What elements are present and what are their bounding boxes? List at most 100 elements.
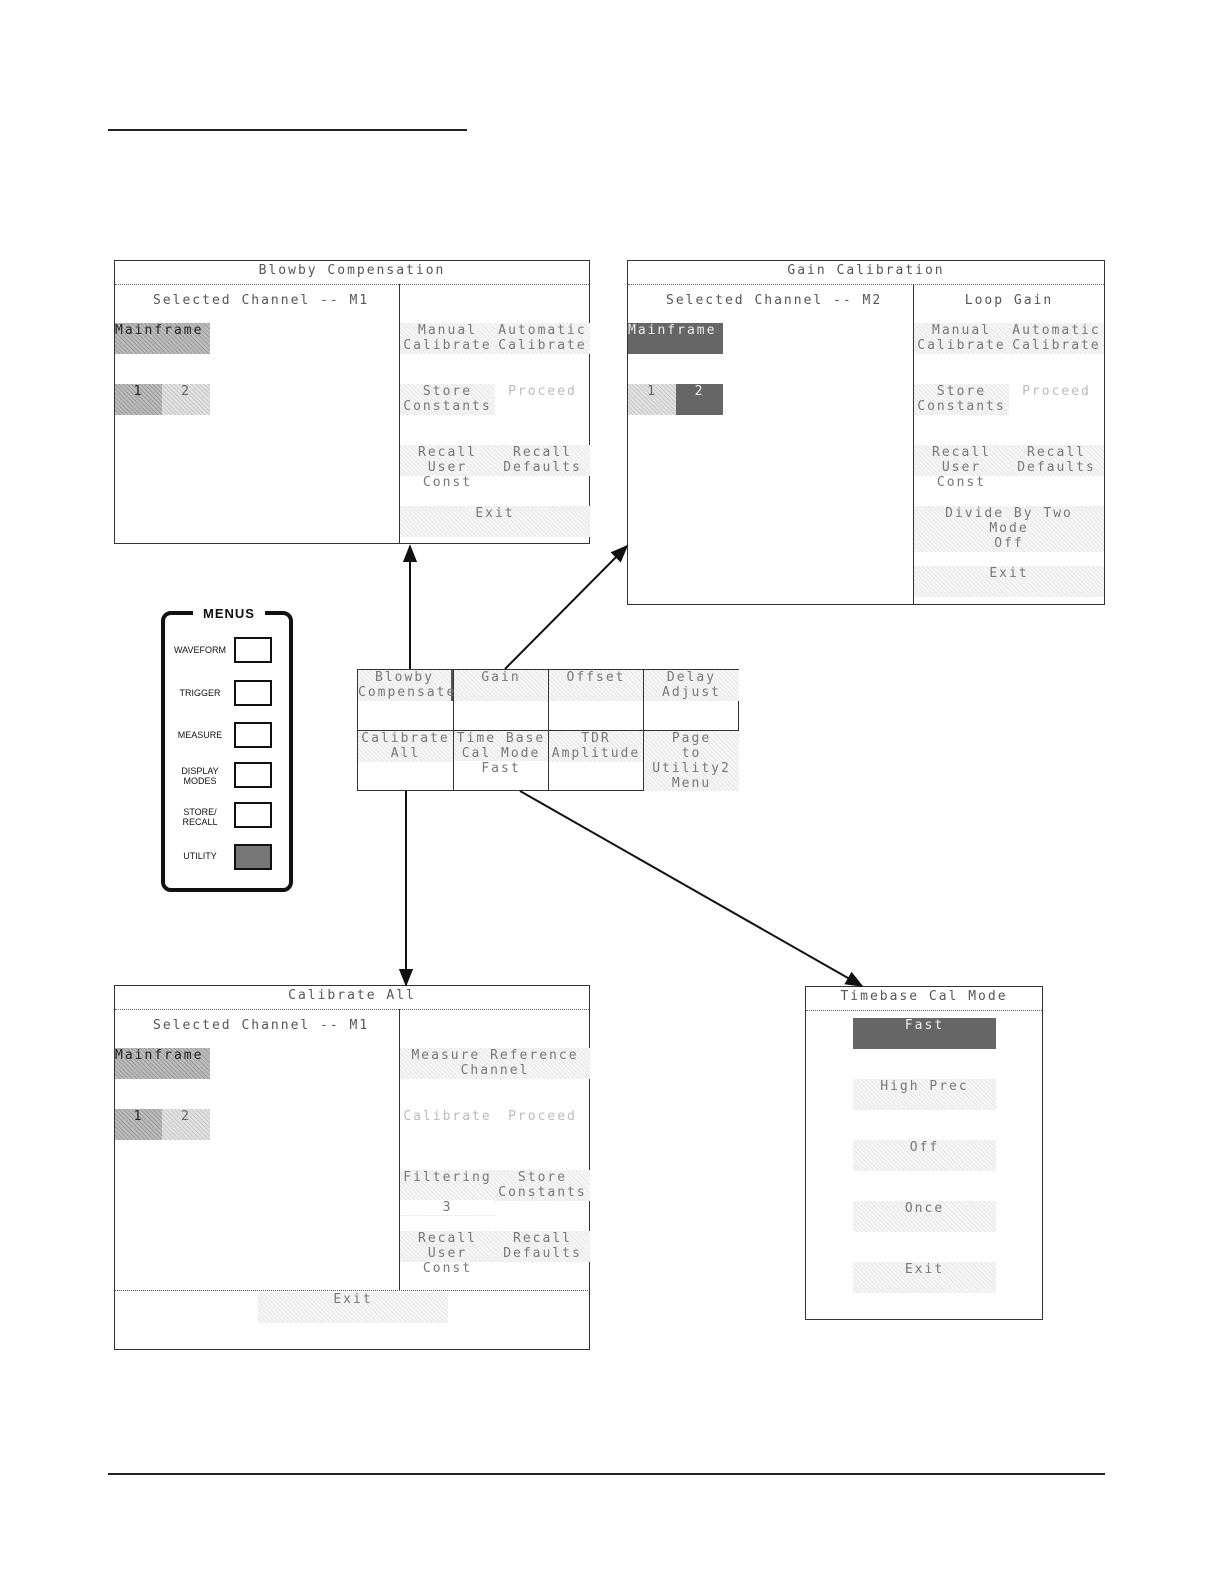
key-line: Calibrate	[1012, 338, 1101, 353]
store-recall-key[interactable]	[234, 802, 272, 828]
channel-2-button[interactable]: 2	[162, 384, 210, 415]
panel-divider	[399, 284, 400, 544]
exit-button[interactable]: Exit	[258, 1292, 448, 1323]
softkey-divider	[358, 730, 739, 731]
exit-button[interactable]: Exit	[400, 506, 590, 537]
key-line: Adjust	[662, 685, 721, 700]
key-line: Constants	[498, 1185, 587, 1200]
exit-button[interactable]: Exit	[853, 1262, 996, 1293]
loop-gain-label: Loop Gain	[964, 293, 1054, 308]
display-modes-key[interactable]	[234, 762, 272, 788]
channel-2-button[interactable]: 2	[676, 384, 723, 415]
bottom-rule	[108, 1473, 1105, 1475]
key-line: Calibrate	[917, 338, 1006, 353]
label-line: DISPLAY	[181, 766, 219, 776]
selected-channel-label: Selected Channel -- M1	[153, 1018, 370, 1033]
mainframe-button[interactable]: Mainframe	[115, 323, 210, 354]
once-button[interactable]: Once	[853, 1201, 996, 1232]
key-line: Manual	[418, 323, 477, 338]
measure-key[interactable]	[234, 722, 272, 748]
channel-1-button[interactable]: 1	[115, 384, 162, 415]
selected-channel-label: Selected Channel -- M1	[153, 293, 370, 308]
key-line: Store	[517, 1170, 568, 1185]
filtering-button[interactable]: Filtering 3	[400, 1170, 495, 1216]
key-line: Automatic	[1012, 323, 1101, 338]
key-line: Cal Mode	[461, 746, 541, 761]
utility-key[interactable]	[234, 844, 272, 870]
key-line: Menu	[671, 776, 712, 791]
key-line: Recall	[418, 1231, 477, 1246]
key-line: Constants	[917, 399, 1006, 414]
panel-divider	[913, 284, 914, 605]
panel-title: Calibrate All	[115, 986, 589, 1010]
key-line: Defaults	[503, 1246, 582, 1261]
waveform-key[interactable]	[234, 637, 272, 663]
offset-softkey[interactable]: Offset	[549, 670, 643, 701]
utility-label: UTILITY	[183, 851, 217, 861]
key-line: Compensate	[358, 685, 457, 700]
store-recall-label: STORE/RECALL	[170, 807, 230, 827]
high-prec-button[interactable]: High Prec	[853, 1079, 996, 1110]
off-button[interactable]: Off	[853, 1140, 996, 1171]
panel-title: Blowby Compensation	[115, 261, 589, 285]
key-line: User Const	[936, 460, 987, 490]
panel-divider	[115, 1290, 590, 1292]
trigger-key[interactable]	[234, 680, 272, 706]
exit-button[interactable]: Exit	[914, 566, 1104, 597]
channel-1-button[interactable]: 1	[628, 384, 676, 415]
key-line: Page	[671, 731, 712, 746]
proceed-button[interactable]: Proceed	[1022, 384, 1091, 399]
key-line: Filtering	[403, 1170, 492, 1185]
proceed-button[interactable]: Proceed	[508, 384, 577, 399]
key-line: Calibrate	[361, 731, 450, 746]
key-line: Fast	[454, 761, 548, 776]
key-line: Store	[936, 384, 987, 399]
key-line: Recall	[418, 445, 477, 460]
key-line: Manual	[932, 323, 991, 338]
measure-label: MEASURE	[177, 730, 223, 740]
blowby-compensation-panel: Blowby Compensation Selected Channel -- …	[114, 260, 590, 544]
selected-channel-label: Selected Channel -- M2	[666, 293, 883, 308]
key-line: Recall	[513, 1231, 572, 1246]
calibrate-all-panel: Calibrate All Selected Channel -- M1 Mai…	[114, 985, 590, 1350]
gain-softkey[interactable]: Gain	[454, 670, 548, 701]
key-line: Constants	[403, 399, 492, 414]
key-line: Off	[994, 536, 1024, 551]
key-line: Recall	[513, 445, 572, 460]
calibrate-button[interactable]: Calibrate	[403, 1109, 492, 1124]
mainframe-button[interactable]: Mainframe	[628, 323, 723, 354]
arrow-to-gain	[504, 544, 629, 670]
channel-1-button[interactable]: 1	[115, 1109, 162, 1140]
fast-button[interactable]: Fast	[853, 1018, 996, 1049]
menus-title: MENUS	[193, 606, 265, 622]
key-line: TDR	[581, 731, 611, 746]
key-line: Utility2	[652, 761, 731, 776]
key-line: Blowby	[375, 670, 434, 685]
channel-2-button[interactable]: 2	[162, 1109, 210, 1140]
panel-divider	[399, 1009, 400, 1290]
mainframe-button[interactable]: Mainframe	[115, 1048, 210, 1079]
proceed-button[interactable]: Proceed	[508, 1109, 577, 1124]
